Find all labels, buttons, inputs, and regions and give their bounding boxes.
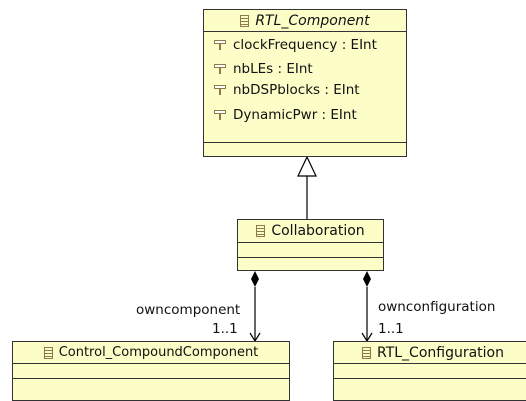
class-icon bbox=[43, 346, 53, 359]
operations-divider bbox=[204, 142, 406, 143]
attribute-label: clockFrequency : EInt bbox=[233, 37, 377, 53]
class-collaboration-header: Collaboration bbox=[238, 220, 383, 243]
attribute-nb-dsp-blocks[interactable]: nbDSPblocks : EInt bbox=[214, 82, 360, 98]
operations-divider bbox=[334, 378, 526, 379]
connectors-layer bbox=[249, 155, 373, 343]
owncomponent-role-label: owncomponent bbox=[136, 302, 241, 318]
class-collaboration-name: Collaboration bbox=[271, 223, 365, 239]
attribute-icon bbox=[214, 62, 226, 76]
class-rtl-configuration-header: RTL_Configuration bbox=[334, 342, 526, 364]
class-icon bbox=[256, 225, 266, 237]
attribute-icon bbox=[214, 108, 226, 122]
ownconfiguration-role-label: ownconfiguration bbox=[378, 299, 496, 315]
owncomponent-multiplicity-label: 1..1 bbox=[212, 321, 238, 337]
class-rtl-component-name: RTL_Component bbox=[255, 12, 370, 29]
class-rtl-component-header: RTL_Component bbox=[204, 10, 406, 32]
attribute-label: DynamicPwr : EInt bbox=[233, 107, 357, 123]
owncomponent-composition-diamond bbox=[251, 271, 259, 287]
class-control-compound-component-name: Control_CompoundComponent bbox=[58, 345, 259, 360]
class-icon bbox=[361, 346, 371, 359]
class-icon bbox=[240, 14, 250, 27]
operations-divider bbox=[238, 257, 383, 258]
class-control-compound-component[interactable]: Control_CompoundComponent bbox=[12, 341, 290, 401]
attribute-clock-frequency[interactable]: clockFrequency : EInt bbox=[214, 37, 377, 53]
attribute-dynamic-pwr[interactable]: DynamicPwr : EInt bbox=[214, 107, 357, 123]
class-rtl-component[interactable]: RTL_Component clockFrequency : EInt nbLE… bbox=[203, 9, 407, 157]
class-collaboration[interactable]: Collaboration bbox=[237, 219, 384, 271]
class-rtl-configuration[interactable]: RTL_Configuration bbox=[333, 341, 526, 401]
attribute-icon bbox=[214, 83, 226, 97]
generalization-arrowhead bbox=[297, 155, 317, 177]
attribute-label: nbDSPblocks : EInt bbox=[233, 82, 360, 98]
class-control-compound-component-header: Control_CompoundComponent bbox=[13, 342, 289, 364]
ownconfiguration-composition-diamond bbox=[363, 271, 371, 287]
attribute-label: nbLEs : EInt bbox=[233, 61, 313, 77]
class-rtl-configuration-name: RTL_Configuration bbox=[376, 344, 504, 361]
attribute-nb-les[interactable]: nbLEs : EInt bbox=[214, 61, 313, 77]
ownconfiguration-multiplicity-label: 1..1 bbox=[378, 321, 404, 337]
operations-divider bbox=[13, 378, 289, 379]
attribute-icon bbox=[214, 38, 226, 52]
